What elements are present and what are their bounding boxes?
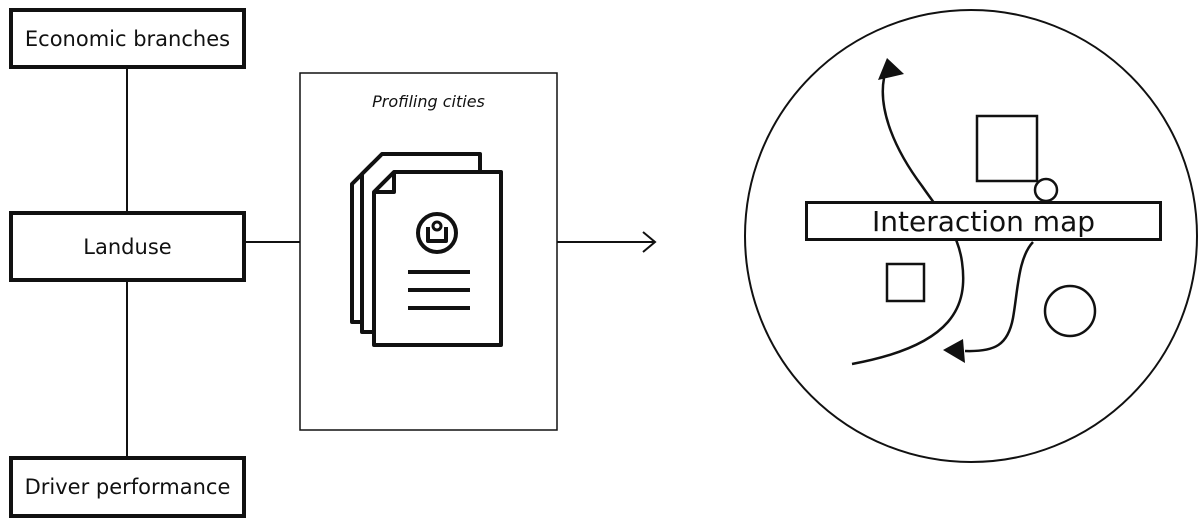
landuse-box: Landuse [9,211,246,282]
landuse-label: Landuse [83,234,172,259]
stacked-profile-documents-icon [350,152,503,347]
large-square-shape [975,114,1039,183]
small-circle-shape [1033,177,1059,203]
interaction-map-label: Interaction map [805,201,1162,241]
economic-branches-label: Economic branches [24,26,231,51]
driver-performance-label: Driver performance [24,475,231,499]
driver-performance-box: Driver performance [9,456,246,518]
circle-shape [1043,284,1097,338]
economic-branches-box: Economic branches [9,8,246,69]
interaction-map-text: Interaction map [871,204,1095,238]
arrow-to-map [557,231,657,253]
curved-arrow-left [943,241,1034,363]
small-square-shape [885,262,926,303]
profiling-cities-title: Profiling cities [372,92,485,111]
